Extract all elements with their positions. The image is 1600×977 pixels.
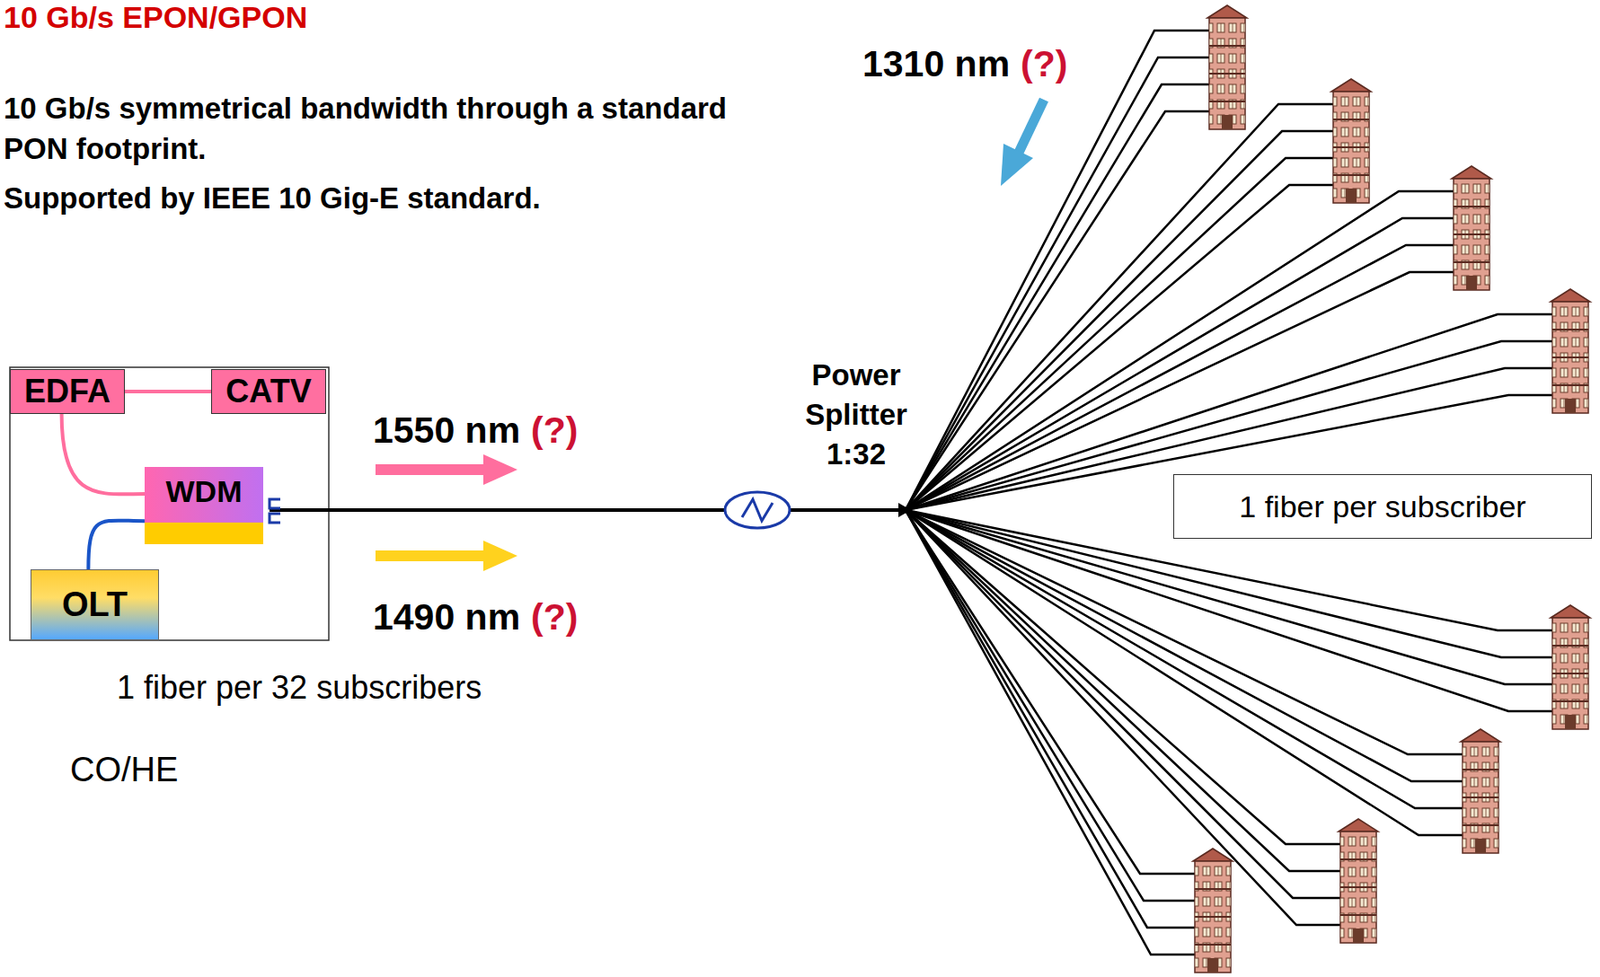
drop-fiber [905, 57, 1210, 511]
note-box: 1 fiber per subscriber [1173, 474, 1592, 540]
co-he-housing [9, 367, 329, 641]
building [1193, 848, 1233, 973]
query-mark: (?) [1020, 43, 1068, 86]
splice-glyph [742, 499, 773, 522]
node-text: WDM [166, 474, 243, 510]
drop-fiber [905, 510, 1463, 755]
olt-box: OLT [30, 569, 160, 641]
feeder-fiber [269, 508, 906, 513]
drop-fiber [905, 510, 1195, 929]
node-text: 1 fiber per subscriber [1238, 489, 1526, 525]
drop-fiber [905, 84, 1210, 511]
wavelength-label: 1310 nm [862, 43, 1010, 86]
building [1207, 5, 1247, 130]
label-row: 1550 nm(?) [372, 409, 578, 452]
drop-fiber [905, 510, 1341, 872]
fiber-note: 1 fiber per 32 subscribers [116, 669, 593, 708]
site-label: CO/HE [70, 751, 250, 790]
splitter-point [898, 503, 911, 518]
node-text: EDFA [24, 372, 111, 411]
drop-fiber [905, 218, 1454, 511]
drop-fiber [905, 111, 1210, 511]
label-row: 1310 nm(?) [862, 43, 1068, 86]
patch-fiber [124, 389, 212, 394]
drop-fiber [905, 510, 1553, 712]
splitter-label: Power Splitter 1:32 [790, 355, 922, 475]
catv-box: CATV [211, 369, 327, 415]
node-text: OLT [61, 585, 128, 625]
bullet-text: Supported by IEEE 10 Gig-E standard. [3, 177, 795, 219]
drop-fiber [905, 510, 1341, 926]
bullet-text: 10 Gb/s symmetrical bandwidth through a … [3, 88, 795, 169]
drop-fiber [905, 158, 1334, 511]
drop-fiber [905, 510, 1195, 955]
wdm-box: WDM [144, 467, 264, 545]
query-mark: (?) [530, 596, 578, 639]
drop-fiber [905, 510, 1341, 899]
drop-fiber [905, 510, 1463, 809]
drop-fiber [905, 510, 1195, 875]
amplifier-box: EDFA [9, 369, 125, 415]
drop-fiber [905, 510, 1341, 845]
patch-fiber [61, 414, 145, 495]
label-row: 1490 nm(?) [372, 596, 578, 639]
patch-fiber [88, 521, 145, 570]
drop-fiber [905, 185, 1334, 511]
building [1338, 819, 1379, 944]
drop-fiber [905, 510, 1195, 902]
building [1460, 729, 1501, 854]
building [1451, 166, 1492, 291]
wavelength-label: 1550 nm [372, 409, 521, 452]
node-text: CATV [225, 372, 311, 411]
fiber-connector [269, 499, 281, 523]
query-mark: (?) [530, 409, 578, 452]
drop-fiber [905, 510, 1463, 836]
wavelength-label: 1490 nm [372, 596, 521, 639]
building [1550, 605, 1591, 730]
building [1550, 289, 1591, 414]
building [1331, 79, 1371, 204]
drop-fiber [905, 131, 1334, 511]
splice-symbol [724, 492, 790, 529]
slide-title: 10 Gb/s EPON/GPON [3, 0, 308, 36]
drop-fiber [905, 191, 1454, 511]
